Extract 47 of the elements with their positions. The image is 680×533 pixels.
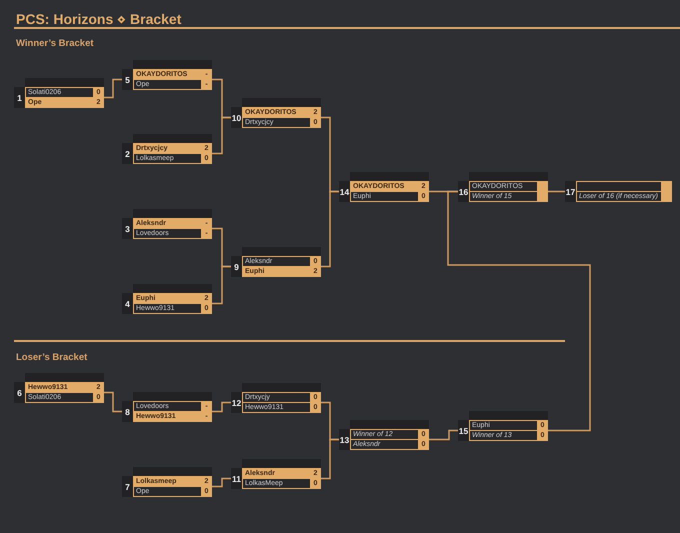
match-number: 2 <box>125 148 130 158</box>
match-panel <box>122 392 212 422</box>
bracket-connector <box>447 190 591 432</box>
bracket-connector <box>321 438 339 480</box>
bracket-connector <box>429 430 458 440</box>
match-panel <box>14 373 104 403</box>
match-panel <box>122 467 212 497</box>
bracket-connector <box>212 478 231 488</box>
match-panel <box>14 78 104 108</box>
match-number: 4 <box>125 298 130 308</box>
bracket-connector <box>104 392 122 412</box>
match-panel <box>122 209 212 239</box>
match-panel <box>339 420 429 450</box>
match-number: 11 <box>232 474 241 484</box>
bracket-connector <box>548 190 565 192</box>
match-panel <box>458 172 548 202</box>
match-number: 6 <box>17 388 22 398</box>
bracket-connector <box>212 266 231 304</box>
match-panel <box>122 60 212 90</box>
match-number: 5 <box>125 74 130 84</box>
match-panel <box>231 459 321 489</box>
match-number: 12 <box>232 398 242 408</box>
match-panel <box>458 411 548 441</box>
section-heading: Winner’s Bracket <box>16 38 94 50</box>
bracket-connector <box>212 116 231 154</box>
match-panel <box>339 172 429 202</box>
match-number: 17 <box>566 186 576 196</box>
match-panel <box>122 134 212 164</box>
match-number: 8 <box>125 406 130 416</box>
match-number: 10 <box>232 112 242 122</box>
match-number: 15 <box>458 426 468 436</box>
match-number: 16 <box>458 186 468 196</box>
match-number: 1 <box>17 92 22 102</box>
bracket-connector <box>212 402 231 412</box>
match-number: 13 <box>340 434 350 444</box>
match-panel <box>231 383 321 413</box>
match-number: 14 <box>340 186 350 196</box>
page-title: PCS: Horizons ⋄ Bracket <box>16 11 182 27</box>
section-heading: Loser’s Bracket <box>16 352 88 364</box>
match-panel <box>231 98 321 128</box>
match-number: 7 <box>125 482 130 492</box>
bracket-connector <box>104 78 122 98</box>
match-number: 9 <box>234 262 239 272</box>
match-panel <box>122 284 212 314</box>
match-panel <box>231 247 321 277</box>
bracket-connector <box>321 190 339 268</box>
match-number: 3 <box>125 224 130 234</box>
